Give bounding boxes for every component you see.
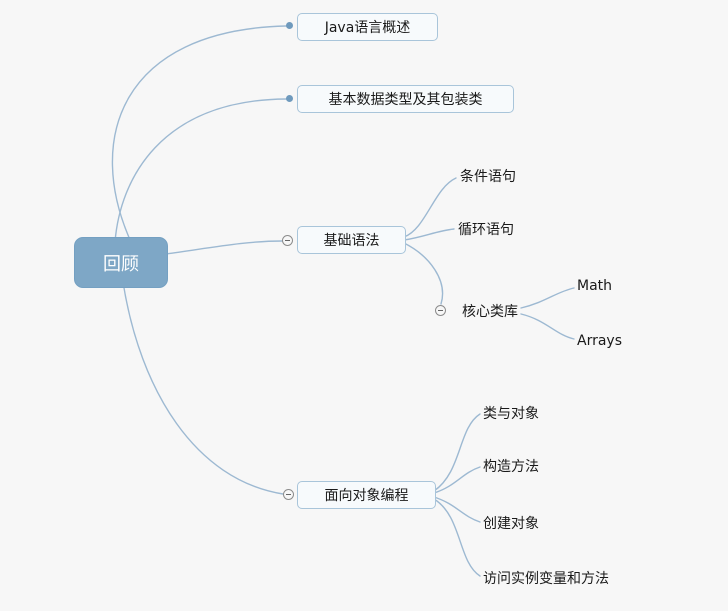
leaf-core-lib[interactable]: 核心类库 <box>462 301 518 321</box>
leaf-loop-label: 循环语句 <box>458 222 514 238</box>
leaf-access-members-label: 访问实例变量和方法 <box>483 571 609 587</box>
connector-syntax-conditional <box>403 177 457 238</box>
topic-java-overview-label: Java语言概述 <box>324 20 411 36</box>
leaf-conditional[interactable]: 条件语句 <box>460 166 516 186</box>
connector-oop-create-object <box>433 496 481 523</box>
topic-java-overview[interactable]: Java语言概述 <box>297 13 438 41</box>
connector-root-basic-types <box>114 98 287 243</box>
root-node[interactable]: 回顾 <box>74 237 168 288</box>
connector-root-oop <box>122 281 284 495</box>
leaf-class-object-label: 类与对象 <box>483 406 539 422</box>
connector-dot-icon <box>286 95 293 102</box>
collapse-icon-oop[interactable] <box>283 489 294 500</box>
topic-oop-label: 面向对象编程 <box>324 488 409 504</box>
leaf-access-members[interactable]: 访问实例变量和方法 <box>483 568 609 588</box>
root-node-label: 回顾 <box>103 253 139 275</box>
topic-basic-types-label: 基本数据类型及其包装类 <box>328 92 483 108</box>
collapse-icon-core-lib[interactable] <box>435 305 446 316</box>
connector-syntax-loop <box>403 228 455 241</box>
topic-oop[interactable]: 面向对象编程 <box>297 481 436 509</box>
connector-oop-class-object <box>433 413 481 492</box>
leaf-conditional-label: 条件语句 <box>460 169 516 185</box>
connector-root-java-overview <box>111 25 287 243</box>
leaf-core-lib-label: 核心类库 <box>462 304 518 320</box>
topic-basic-syntax-label: 基础语法 <box>323 233 380 249</box>
connector-dot-icon <box>286 22 293 29</box>
collapse-icon-basic-syntax[interactable] <box>282 235 293 246</box>
leaf-constructor[interactable]: 构造方法 <box>483 456 539 476</box>
leaf-math-label: Math <box>577 278 613 294</box>
connector-core-lib-arrays <box>520 313 575 340</box>
connector-syntax-core-lib <box>403 242 444 305</box>
connector-oop-constructor <box>433 466 481 494</box>
leaf-create-object[interactable]: 创建对象 <box>483 513 539 533</box>
leaf-math[interactable]: Math <box>577 278 612 294</box>
connector-oop-access-members <box>433 498 481 577</box>
connector-root-basic-syntax <box>165 240 283 255</box>
leaf-arrays-label: Arrays <box>577 333 623 349</box>
connector-core-lib-math <box>520 287 575 309</box>
topic-basic-syntax[interactable]: 基础语法 <box>297 226 406 254</box>
leaf-arrays[interactable]: Arrays <box>577 333 622 349</box>
topic-basic-types[interactable]: 基本数据类型及其包装类 <box>297 85 514 113</box>
leaf-constructor-label: 构造方法 <box>483 459 539 475</box>
leaf-loop[interactable]: 循环语句 <box>458 219 514 239</box>
leaf-create-object-label: 创建对象 <box>483 516 539 532</box>
leaf-class-object[interactable]: 类与对象 <box>483 403 539 423</box>
